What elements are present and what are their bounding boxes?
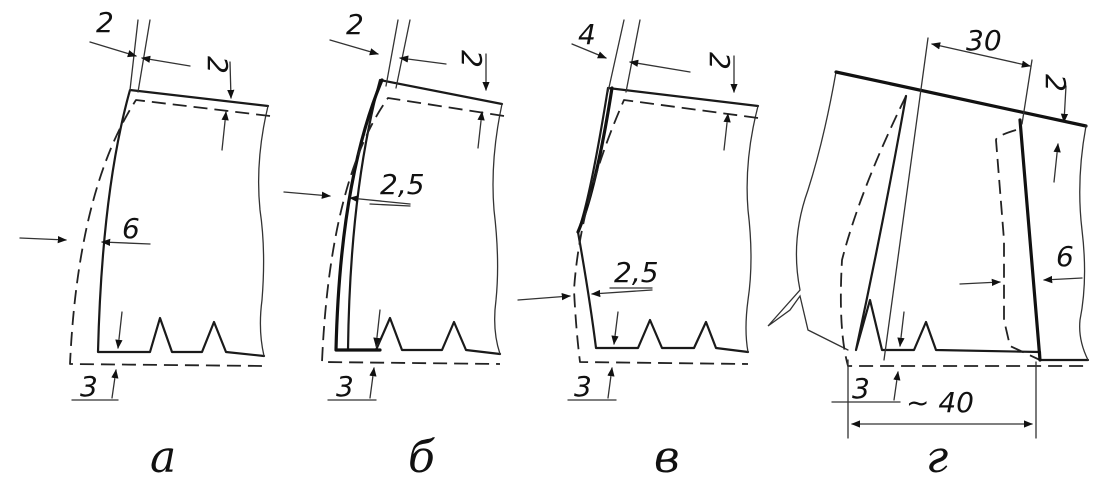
dim-width: ~ 40 [906, 386, 974, 419]
seam-allowance [839, 95, 1088, 367]
figure-caption: в [654, 432, 680, 483]
pattern-outline [96, 88, 270, 358]
dim-bottom: 3 [574, 370, 592, 403]
dim-side: 2,5 [614, 256, 659, 289]
figure-b: 2 2 2,5 3 б [283, 8, 505, 483]
dim-bottom: 3 [80, 370, 98, 403]
torn-edge [745, 105, 759, 353]
figure-caption: а [150, 432, 176, 483]
torn-edge-right [1079, 125, 1089, 361]
dim-side: 6 [1056, 240, 1074, 273]
dim-right: 2 [455, 50, 488, 68]
figure-a: 2 2 6 3 а [19, 6, 271, 483]
dim-top: 30 [966, 24, 1002, 57]
seam-allowance [321, 97, 505, 365]
dim-right: 2 [1039, 74, 1072, 92]
thick-seam-line [334, 78, 384, 352]
figure-v: 4 2 2,5 3 в [517, 18, 760, 483]
dim-top: 2 [96, 6, 114, 39]
dim-right: 2 [201, 56, 234, 74]
dim-top: 4 [578, 18, 596, 51]
dim-bottom: 3 [852, 372, 870, 405]
figure-caption: б [408, 432, 435, 483]
torn-edge [492, 103, 503, 355]
figure-g: 30 2 6 3 ~ 40 г [767, 24, 1090, 483]
torn-edge [767, 71, 849, 351]
dim-right: 2 [703, 52, 736, 70]
figure-caption: г [926, 432, 948, 483]
waist-line [834, 70, 1088, 128]
fold-line [1018, 118, 1042, 362]
seam-allowance [573, 99, 759, 365]
dim-top: 2 [346, 8, 364, 41]
seam-allowance [69, 99, 271, 367]
dim-side: 2,5 [380, 168, 425, 201]
pattern-outline [854, 94, 1090, 362]
torn-edge [257, 105, 269, 357]
dim-side: 6 [122, 212, 140, 245]
dim-bottom: 3 [336, 370, 354, 403]
seam-allowance-inner [995, 129, 1041, 361]
pattern-outline [346, 78, 504, 356]
